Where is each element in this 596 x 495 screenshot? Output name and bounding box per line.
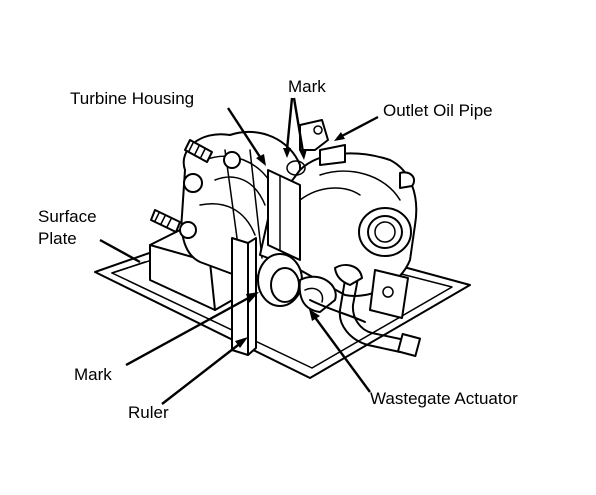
label-wastegate-actuator: Wastegate Actuator [370,389,518,408]
label-turbine-housing: Turbine Housing [70,89,194,108]
center-plate [267,169,301,261]
label-mark-top: Mark [288,77,326,96]
label-plate: Plate [38,229,77,248]
label-ruler: Ruler [128,403,169,422]
studs [150,139,213,233]
label-surface: Surface [38,207,97,226]
leader-lines [99,97,379,405]
lower-oil-pipe [334,264,422,358]
wastegate-actuator [257,253,366,323]
outlet-flange [369,269,409,319]
label-outlet-oil-pipe: Outlet Oil Pipe [383,101,493,120]
label-mark-bottom: Mark [74,365,112,384]
outlet-oil-pipe-fitting [299,119,416,189]
